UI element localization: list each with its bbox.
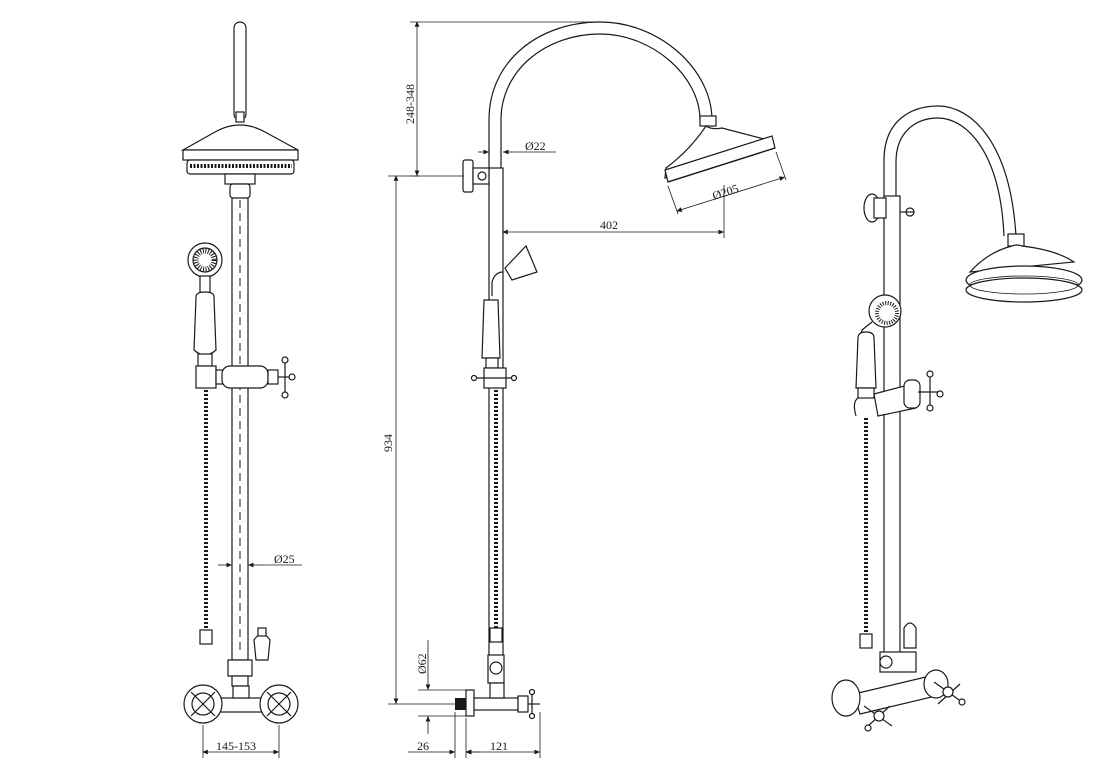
- side-dim-arm-reach: 402: [502, 185, 725, 238]
- front-slider-holder: [195, 356, 296, 399]
- side-dim-wall-offset: 26: [408, 712, 480, 758]
- side-arm-arc-inner: [500, 33, 701, 170]
- front-dim-pipe-diameter-label: Ø25: [274, 552, 295, 566]
- side-wall-bracket: [462, 159, 490, 193]
- side-dim-mixer-depth: 121: [465, 712, 541, 758]
- perspective-view: [831, 105, 1083, 732]
- side-dim-total-height-label: 934: [381, 434, 395, 452]
- persp-arm-arc-inner: [895, 117, 1005, 237]
- side-mixer-body: [455, 654, 540, 720]
- front-dim-inlet-spacing-label: 145-153: [216, 739, 256, 753]
- persp-hand-shower: [855, 294, 902, 399]
- side-dim-mixer-depth-label: 121: [490, 739, 508, 753]
- front-view: Ø25 145-153: [180, 21, 302, 758]
- side-dim-pipe-diameter: Ø22: [478, 139, 556, 155]
- side-dim-wall-offset-label: 26: [417, 739, 429, 753]
- front-dim-inlet-spacing: 145-153: [202, 725, 280, 758]
- front-mixer-body: [183, 627, 299, 724]
- side-hand-shower: [470, 244, 538, 389]
- persp-shower-head: [965, 233, 1083, 303]
- side-dim-arm-reach-label: 402: [600, 218, 618, 232]
- persp-wall-bracket: [863, 193, 915, 223]
- side-dim-inlet-diameter-label: Ø62: [415, 653, 429, 674]
- front-top-pipe: [233, 21, 247, 121]
- front-dim-pipe-diameter: Ø25: [218, 552, 302, 568]
- persp-main-pipe: [883, 195, 901, 657]
- side-dim-inlet-diameter: Ø62: [415, 640, 466, 734]
- side-dim-arm-height-label: 248-348: [403, 84, 417, 124]
- persp-slider-holder: [853, 370, 944, 417]
- side-arm-arc-outer: [488, 21, 713, 170]
- side-dim-pipe-diameter-label: Ø22: [525, 139, 546, 153]
- side-dim-total-height: 934: [381, 175, 455, 705]
- side-shower-head: [664, 115, 776, 183]
- side-dim-head-diameter-label: Ø205: [711, 181, 741, 203]
- persp-mixer-body: [831, 622, 966, 732]
- front-shower-head: [180, 124, 299, 185]
- front-hand-shower: [187, 242, 223, 367]
- persp-arm-arc-outer: [883, 105, 1017, 237]
- side-view: 248-348 Ø22 Ø205 402 934: [381, 21, 787, 758]
